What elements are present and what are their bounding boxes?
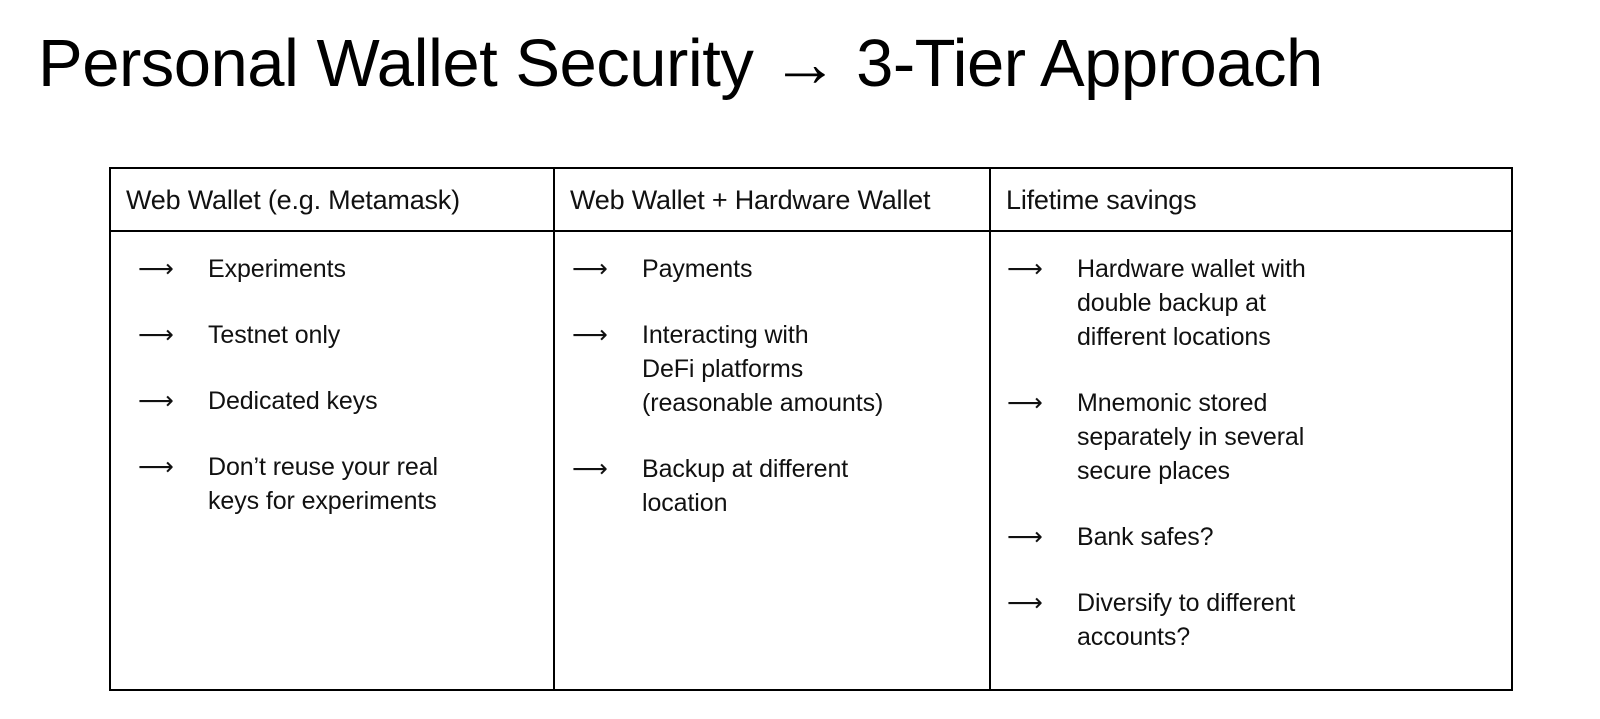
- list-item: ⟶ Hardware wallet with double backup at …: [1007, 252, 1497, 354]
- table-column-web-plus-hardware-wallet: Web Wallet + Hardware Wallet ⟶ Payments …: [553, 169, 989, 689]
- list-item-label: Hardware wallet with double backup at di…: [1077, 255, 1306, 351]
- list-item: ⟶ Testnet only: [138, 318, 539, 352]
- column-body: ⟶ Payments ⟶ Interacting with DeFi platf…: [555, 232, 989, 689]
- list-item-label: Mnemonic stored separately in several se…: [1077, 389, 1305, 485]
- column-body: ⟶ Hardware wallet with double backup at …: [991, 232, 1511, 689]
- arrow-right-icon: ⟶: [138, 452, 174, 481]
- list-item-label: Diversify to different accounts?: [1077, 589, 1296, 651]
- list-item-label: Dedicated keys: [208, 387, 378, 415]
- arrow-right-icon: ⟶: [572, 254, 608, 283]
- table-column-web-wallet: Web Wallet (e.g. Metamask) ⟶ Experiments…: [111, 169, 553, 689]
- arrow-right-icon: ⟶: [138, 386, 174, 415]
- column-header: Lifetime savings: [991, 169, 1511, 232]
- column-header: Web Wallet (e.g. Metamask): [111, 169, 553, 232]
- arrow-right-icon: ⟶: [572, 454, 608, 483]
- list-item: ⟶ Backup at different location: [572, 452, 975, 520]
- list-item: ⟶ Don’t reuse your real keys for experim…: [138, 450, 539, 518]
- arrow-right-icon: ⟶: [138, 320, 174, 349]
- list-item-label: Testnet only: [208, 321, 341, 349]
- list-item: ⟶ Diversify to different accounts?: [1007, 586, 1497, 654]
- arrow-right-icon: ⟶: [572, 320, 608, 349]
- list-item: ⟶ Payments: [572, 252, 975, 286]
- three-tier-table: Web Wallet (e.g. Metamask) ⟶ Experiments…: [109, 167, 1513, 691]
- table-column-lifetime-savings: Lifetime savings ⟶ Hardware wallet with …: [989, 169, 1511, 689]
- list-item: ⟶ Interacting with DeFi platforms (reaso…: [572, 318, 975, 420]
- arrow-right-icon: ⟶: [1007, 254, 1043, 283]
- list-item-label: Don’t reuse your real keys for experimen…: [208, 453, 438, 515]
- arrow-right-icon: ⟶: [1007, 522, 1043, 551]
- list-item-label: Payments: [642, 255, 753, 283]
- arrow-right-icon: ⟶: [1007, 588, 1043, 617]
- list-item: ⟶ Experiments: [138, 252, 539, 286]
- list-item: ⟶ Dedicated keys: [138, 384, 539, 418]
- list-item-label: Experiments: [208, 255, 346, 283]
- arrow-right-icon: ⟶: [138, 254, 174, 283]
- list-item-label: Backup at different location: [642, 455, 849, 517]
- list-item: ⟶ Mnemonic stored separately in several …: [1007, 386, 1497, 488]
- column-header: Web Wallet + Hardware Wallet: [555, 169, 989, 232]
- list-item-label: Bank safes?: [1077, 523, 1214, 551]
- page-title: Personal Wallet Security → 3-Tier Approa…: [38, 26, 1323, 101]
- arrow-right-icon: ⟶: [1007, 388, 1043, 417]
- column-body: ⟶ Experiments ⟶ Testnet only ⟶ Dedicated…: [111, 232, 553, 689]
- list-item: ⟶ Bank safes?: [1007, 520, 1497, 554]
- list-item-label: Interacting with DeFi platforms (reasona…: [642, 321, 884, 417]
